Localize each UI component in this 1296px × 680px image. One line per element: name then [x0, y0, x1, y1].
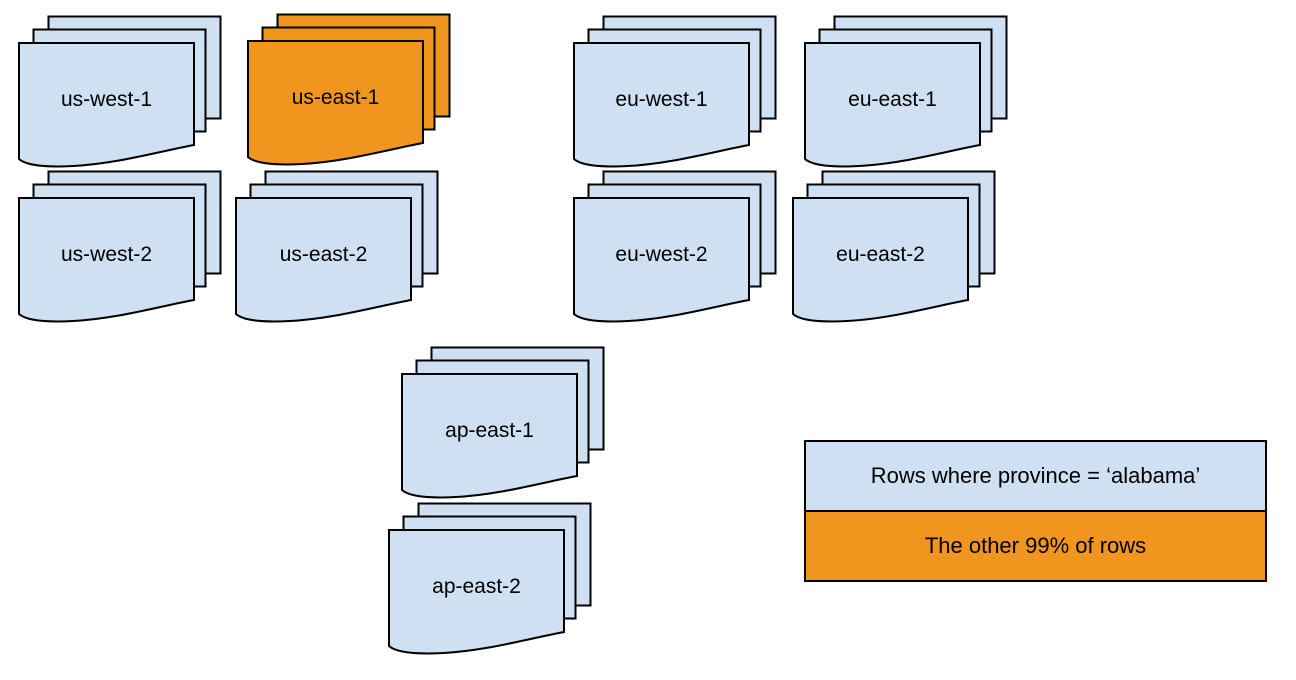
- document-sheet-front: [792, 197, 969, 323]
- document-sheet-front: [573, 197, 750, 323]
- region-stack-ap-east-2: ap-east-2: [385, 500, 595, 662]
- document-sheet-front: [18, 197, 195, 323]
- legend-item-other-rows: The other 99% of rows: [806, 510, 1265, 580]
- document-sheet-front: [804, 42, 981, 168]
- document-stack-icon: [235, 170, 439, 323]
- document-stack-icon: [247, 13, 451, 166]
- legend-item-label: The other 99% of rows: [924, 533, 1147, 558]
- document-sheet-front: [388, 529, 565, 655]
- legend: Rows where province = ‘alabama’ The othe…: [804, 440, 1267, 582]
- region-stack-eu-west-1: eu-west-1: [570, 13, 780, 175]
- document-sheet-front: [401, 373, 578, 499]
- document-stack-icon: [18, 15, 222, 168]
- legend-item-label: Rows where province = ‘alabama’: [870, 463, 1201, 488]
- document-stack-icon: [573, 15, 777, 168]
- region-stack-eu-west-2: eu-west-2: [570, 168, 780, 330]
- document-sheet-front: [235, 197, 412, 323]
- document-stack-icon: [401, 346, 605, 499]
- document-stack-icon: [18, 170, 222, 323]
- document-stack-icon: [388, 502, 592, 655]
- region-stack-us-east-1: us-east-1: [244, 11, 454, 173]
- region-stack-eu-east-1: eu-east-1: [801, 13, 1011, 175]
- legend-item-alabama-rows: Rows where province = ‘alabama’: [806, 442, 1265, 510]
- region-stack-us-west-2: us-west-2: [15, 168, 225, 330]
- region-stack-eu-east-2: eu-east-2: [789, 168, 999, 330]
- document-stack-icon: [792, 170, 996, 323]
- region-stack-us-east-2: us-east-2: [232, 168, 442, 330]
- document-sheet-front: [573, 42, 750, 168]
- document-stack-icon: [573, 170, 777, 323]
- document-sheet-front: [18, 42, 195, 168]
- document-stack-icon: [804, 15, 1008, 168]
- region-stack-us-west-1: us-west-1: [15, 13, 225, 175]
- region-stack-ap-east-1: ap-east-1: [398, 344, 608, 506]
- document-sheet-front: [247, 40, 424, 166]
